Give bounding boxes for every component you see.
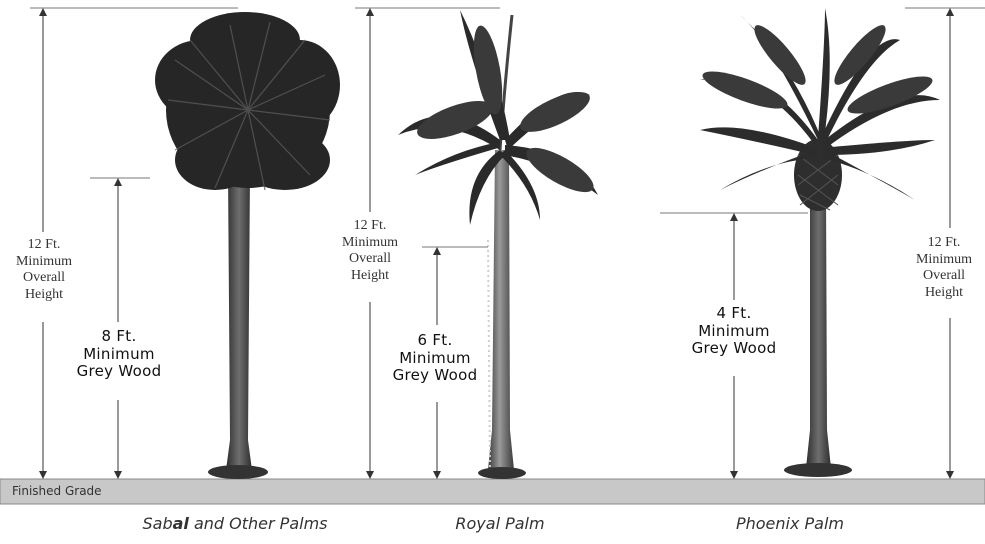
- sabal-grey-wood-label: 8 Ft. Minimum Grey Wood: [66, 328, 172, 381]
- sabal-caption-pre: Sab: [142, 514, 172, 533]
- royal-grey-wood-label: 6 Ft. Minimum Grey Wood: [376, 332, 494, 385]
- phoenix-overall-height-label: 12 Ft. Minimum Overall Height: [906, 235, 982, 301]
- phoenix-palm-caption: Phoenix Palm: [700, 514, 880, 533]
- royal-palm-illustration: [398, 10, 599, 479]
- finished-grade-ground: [0, 479, 985, 504]
- sabal-palm-illustration: [155, 12, 340, 479]
- sabal-overall-height-label: 12 Ft. Minimum Overall Height: [2, 237, 86, 303]
- phoenix-palm-illustration: [699, 8, 940, 477]
- phoenix-grey-wood-label: 4 Ft. Minimum Grey Wood: [672, 305, 796, 358]
- sabal-caption-post: and Other Palms: [189, 514, 328, 533]
- finished-grade-label: Finished Grade: [12, 484, 102, 498]
- royal-palm-caption: Royal Palm: [430, 514, 570, 533]
- royal-overall-height-label: 12 Ft. Minimum Overall Height: [326, 218, 414, 284]
- sabal-caption-bold: al: [173, 514, 189, 533]
- sabal-caption: Sabal and Other Palms: [100, 514, 370, 533]
